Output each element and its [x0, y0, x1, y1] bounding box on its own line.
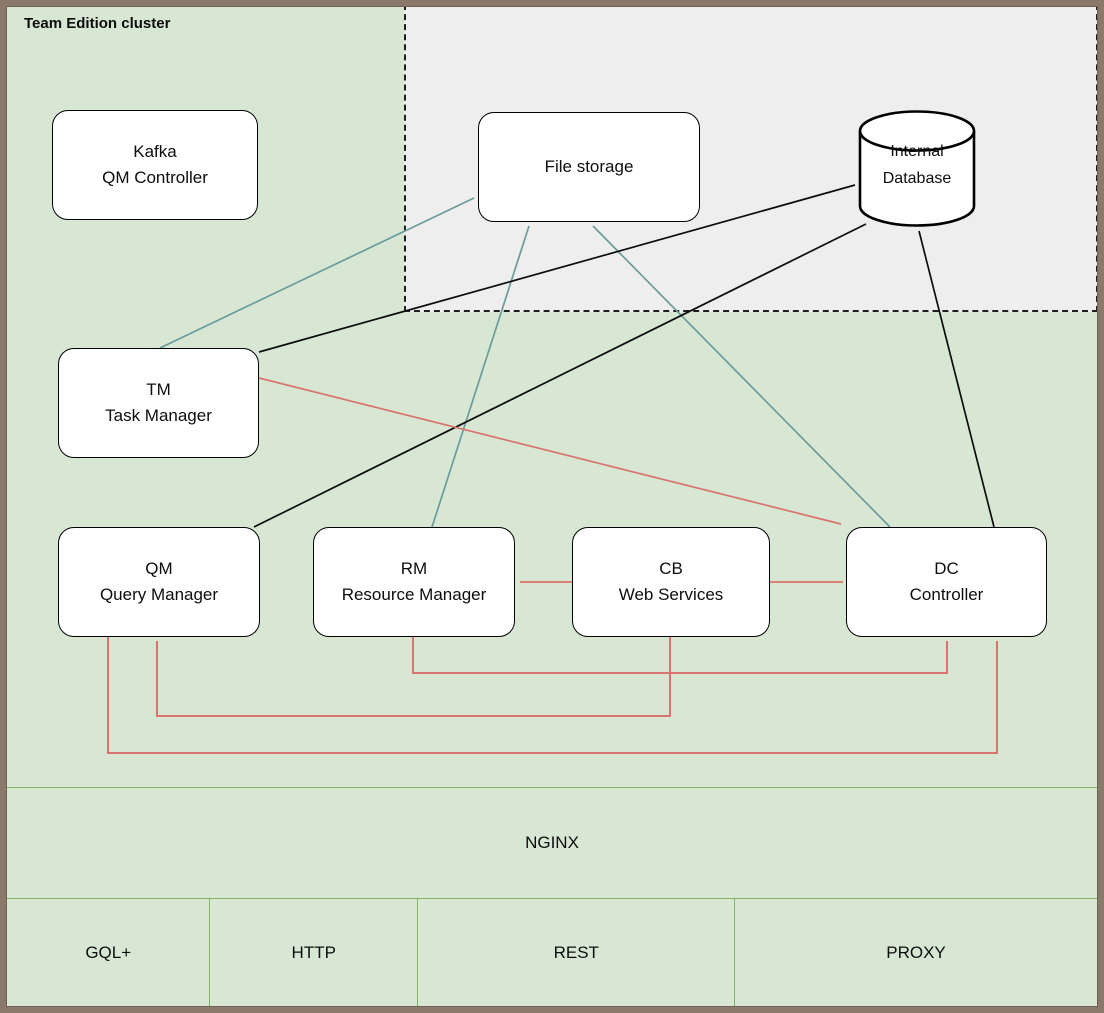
node-tm-line2: Task Manager	[105, 406, 212, 425]
band-tier-rest: REST	[417, 898, 736, 1008]
band-tier-proxy-label: PROXY	[886, 942, 946, 962]
edge-rm-to-dc	[412, 637, 948, 674]
node-database-line2: Database	[882, 170, 952, 187]
band-tier-http-label: HTTP	[291, 942, 336, 962]
node-kafka-qm-controller: Kafka QM Controller	[52, 110, 258, 220]
node-tm-task-manager: TM Task Manager	[58, 348, 259, 458]
node-database-line1: Internal	[890, 143, 944, 160]
node-rm-line1: RM	[400, 559, 428, 578]
edge-qm-to-database	[253, 223, 867, 528]
edge-rm-to-file-storage	[431, 225, 530, 528]
band-tier-proxy: PROXY	[734, 898, 1098, 1008]
diagram-title: Team Edition cluster	[24, 15, 171, 32]
edge-cb-to-qm	[156, 637, 671, 717]
node-tm-line1: TM	[146, 380, 171, 399]
band-nginx-label: NGINX	[525, 833, 579, 853]
node-dc-line2: Controller	[909, 585, 984, 604]
edge-dc-to-database	[918, 230, 995, 528]
edge-tm-to-database	[258, 184, 856, 353]
node-kafka-line1: Kafka	[133, 142, 177, 161]
node-rm-line2: Resource Manager	[341, 585, 487, 604]
edge-qm-to-dc	[107, 637, 998, 754]
band-tier-rest-label: REST	[553, 942, 599, 962]
band-nginx: NGINX	[6, 787, 1098, 900]
node-internal-database: Internal Database	[855, 104, 979, 234]
node-dc-line1: DC	[934, 559, 959, 578]
node-kafka-line2: QM Controller	[102, 168, 208, 187]
band-tier-gql: GQL+	[6, 898, 211, 1008]
edge-tm-to-dc	[258, 377, 842, 525]
band-tier-gql-label: GQL+	[85, 942, 132, 962]
node-file-storage-label: File storage	[544, 157, 634, 176]
node-cb-line1: CB	[659, 559, 683, 578]
node-dc-controller: DC Controller	[846, 527, 1047, 637]
node-cb-web-services: CB Web Services	[572, 527, 770, 637]
node-file-storage: File storage	[478, 112, 700, 222]
node-cb-line2: Web Services	[618, 585, 724, 604]
node-qm-line2: Query Manager	[99, 585, 219, 604]
band-tier-http: HTTP	[209, 898, 419, 1008]
database-cylinder-icon	[858, 110, 976, 227]
edge-tm-to-file-storage	[159, 197, 475, 349]
node-qm-line1: QM	[145, 559, 173, 578]
edge-dc-to-file-storage	[592, 225, 891, 528]
node-rm-resource-manager: RM Resource Manager	[313, 527, 515, 637]
node-qm-query-manager: QM Query Manager	[58, 527, 260, 637]
